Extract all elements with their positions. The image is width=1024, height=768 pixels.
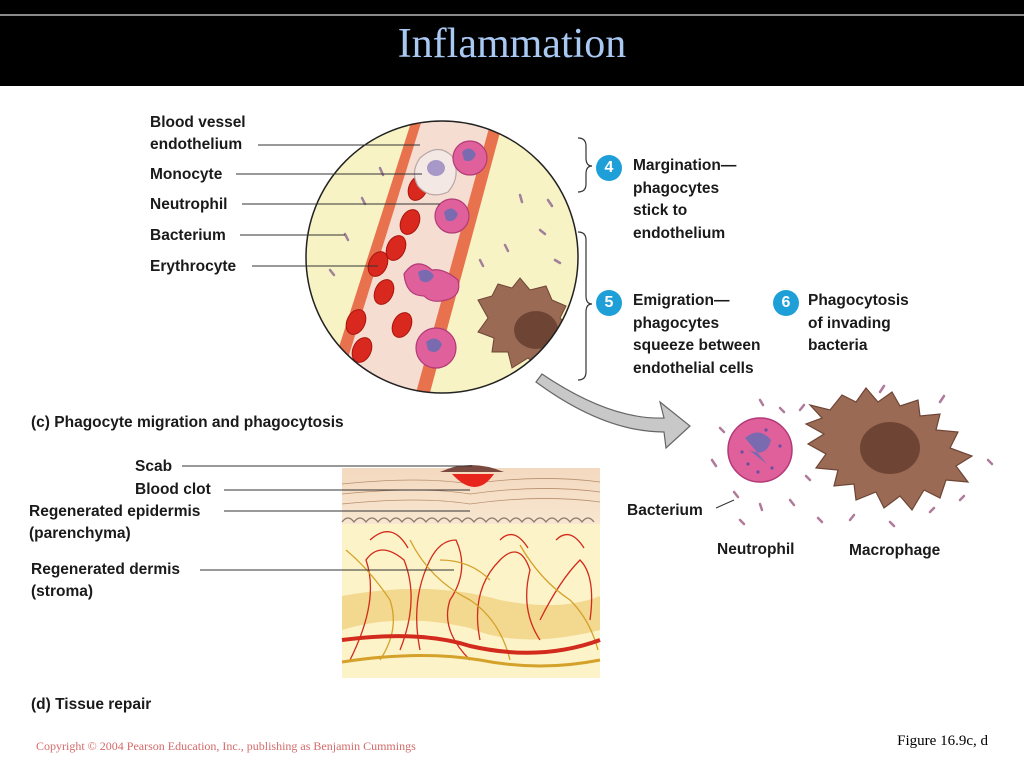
magnified-vessel-circle <box>305 120 579 394</box>
panel-d-leader-lines <box>182 465 472 571</box>
copyright-notice: Copyright © 2004 Pearson Education, Inc.… <box>36 739 416 753</box>
title-divider <box>0 14 1024 16</box>
inset-bacterium-leader <box>715 499 735 509</box>
step-5-text: Emigration— phagocytes squeeze between e… <box>633 292 761 377</box>
title-bar: Inflammation <box>0 0 1024 86</box>
step-4-text: Margination— phagocytes stick to endothe… <box>633 157 737 242</box>
label-erythrocyte: Erythrocyte <box>150 258 237 275</box>
inset-label-macrophage: Macrophage <box>849 542 941 559</box>
step-brackets <box>577 137 593 381</box>
label-blood-vessel: Blood vessel <box>150 114 246 131</box>
tissue-repair-illustration <box>341 465 601 678</box>
label-bacterium: Bacterium <box>150 227 226 244</box>
label-regenerated-epidermis: Regenerated epidermis <box>29 503 201 520</box>
figure-reference: Figure 16.9c, d <box>897 733 988 749</box>
inset-label-bacterium: Bacterium <box>627 502 703 519</box>
label-endothelium: endothelium <box>150 136 243 153</box>
scab-shape <box>440 465 504 472</box>
neutrophil-cells <box>403 140 488 369</box>
label-scab: Scab <box>135 458 173 475</box>
capillaries <box>349 531 593 661</box>
fibroblast-network <box>345 539 599 661</box>
step-4-badge: 4 <box>596 155 622 181</box>
caption-c: (c) Phagocyte migration and phagocytosis <box>31 414 344 431</box>
inset-label-neutrophil: Neutrophil <box>717 541 795 558</box>
inset-neutrophil <box>727 417 793 483</box>
inset-macrophage <box>804 387 974 512</box>
monocyte-cell <box>413 148 457 196</box>
magnify-arrow <box>535 373 691 450</box>
label-parenchyma: (parenchyma) <box>29 525 131 542</box>
step-5-badge: 5 <box>596 290 622 316</box>
label-regenerated-dermis: Regenerated dermis <box>31 561 181 578</box>
inset-bacteria <box>710 384 994 528</box>
label-blood-clot: Blood clot <box>135 481 211 498</box>
caption-d: (d) Tissue repair <box>31 696 152 713</box>
label-stroma: (stroma) <box>31 583 94 600</box>
label-monocyte: Monocyte <box>150 166 223 183</box>
blood-clot-shape <box>452 474 494 487</box>
label-neutrophil: Neutrophil <box>150 196 228 213</box>
panel-c-leader-lines <box>236 144 440 267</box>
step-6-badge: 6 <box>773 290 799 316</box>
step-6-text: Phagocytosis of invading bacteria <box>808 292 909 354</box>
slide-title: Inflammation <box>397 21 627 67</box>
basement-membrane <box>341 517 595 523</box>
bacteria-in-tissue <box>328 166 562 277</box>
